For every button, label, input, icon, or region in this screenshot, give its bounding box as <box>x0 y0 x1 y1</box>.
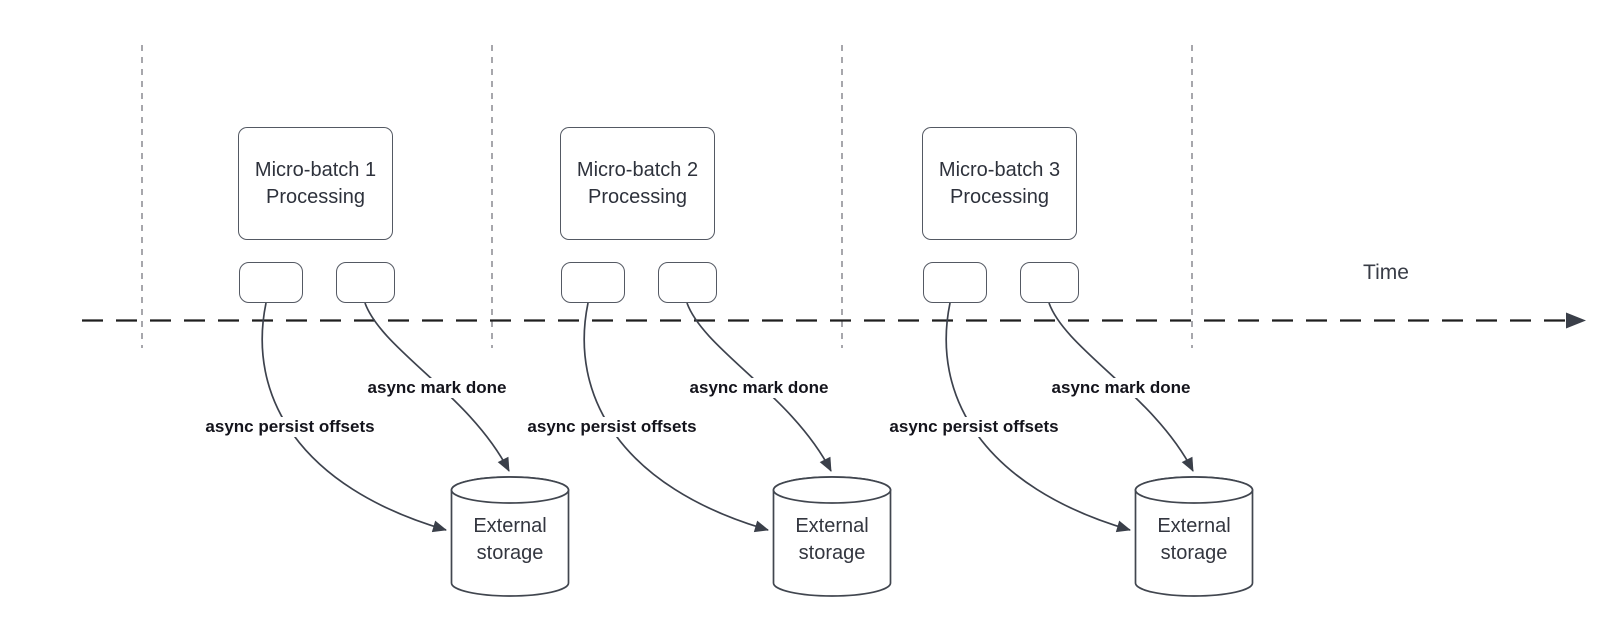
mark-done-label: async mark done <box>1048 378 1194 398</box>
persist-offsets-label: async persist offsets <box>524 417 700 437</box>
external-storage-label: External storage <box>1157 515 1231 564</box>
external-storage-label: External storage <box>473 515 547 564</box>
time-axis-label: Time <box>1363 261 1409 284</box>
timeline-arrowhead-icon <box>1566 312 1586 329</box>
mark-done-task-box <box>1020 262 1079 303</box>
offset-task-box <box>561 262 625 303</box>
micro-batch-2-processing-box: Micro-batch 2 Processing <box>560 127 715 240</box>
external-storage-cylinder-rim <box>1134 476 1254 504</box>
mark-done-task-box <box>336 262 395 303</box>
mark-done-label: async mark done <box>686 378 832 398</box>
mark-done-arrow <box>1048 302 1194 472</box>
mark-done-label: async mark done <box>364 378 510 398</box>
mark-done-arrow <box>686 302 832 472</box>
offset-task-box <box>239 262 303 303</box>
offset-task-box <box>923 262 987 303</box>
micro-batch-3-processing-box: Micro-batch 3 Processing <box>922 127 1077 240</box>
external-storage-cylinder-rim <box>450 476 570 504</box>
external-storage-label: External storage <box>795 515 869 564</box>
mark-done-task-box <box>658 262 717 303</box>
persist-offsets-label: async persist offsets <box>202 417 378 437</box>
micro-batch-1-processing-box: Micro-batch 1 Processing <box>238 127 393 240</box>
persist-offsets-label: async persist offsets <box>886 417 1062 437</box>
mark-done-arrow <box>364 302 510 472</box>
external-storage-cylinder-rim <box>772 476 892 504</box>
